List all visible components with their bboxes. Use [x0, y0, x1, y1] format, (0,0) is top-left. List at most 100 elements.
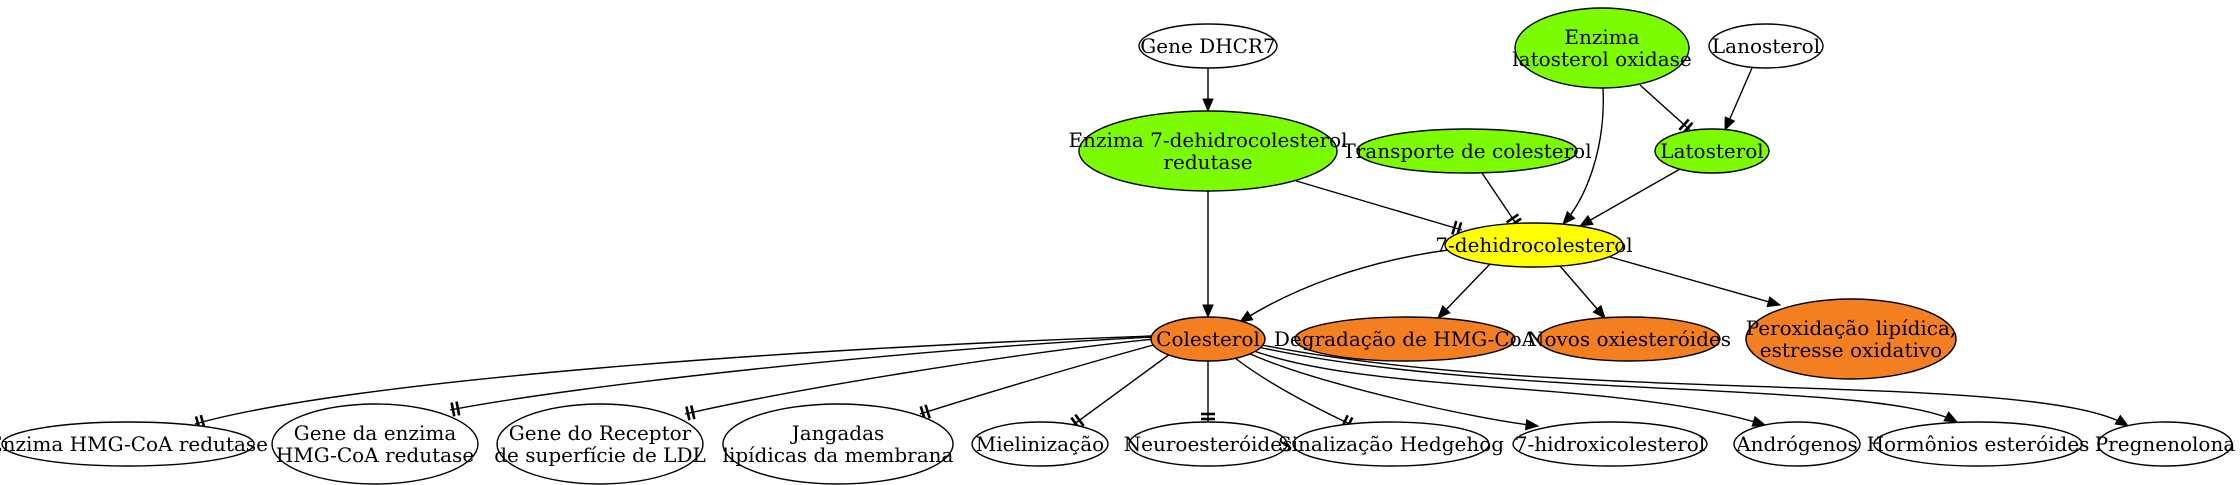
node-mielinizacao: Mielinização	[971, 421, 1109, 467]
inhibition-bar	[1074, 413, 1085, 427]
edge-colesterol-to-neuroesteroides	[1201, 361, 1215, 422]
inhibition-bar	[1451, 220, 1458, 235]
edge-lanosterol-to-latosterol	[1724, 67, 1753, 132]
inhibition-bar	[1506, 213, 1520, 224]
edge-line	[1261, 344, 2129, 427]
edge-colesterol-to-gene_ldl	[684, 338, 1155, 421]
edge-line	[1253, 350, 1766, 426]
edge-line	[1481, 172, 1518, 226]
node-shape	[1654, 128, 1770, 174]
node-hidroxicolesterol: 7-hidroxicolesterol	[1512, 421, 1708, 467]
node-shape	[1537, 316, 1721, 362]
inhibition-bar	[685, 406, 691, 421]
edge-colesterol-to-hedgehog	[1234, 357, 1354, 431]
edge-line	[194, 335, 1153, 425]
node-shape	[1138, 23, 1278, 69]
edge-line	[1072, 353, 1171, 426]
node-label: Mielinização	[976, 432, 1104, 456]
node-shape	[1444, 222, 1624, 268]
edge-dhc7-to-degradacao	[1437, 263, 1491, 319]
node-shape	[271, 403, 479, 485]
node-transporte: Transporte de colesterol	[1342, 128, 1592, 174]
node-label: Enzima	[1564, 25, 1639, 49]
node-label: Degradação de HMG-CoA	[1274, 327, 1537, 351]
edge-transporte-to-dhc7	[1481, 172, 1522, 228]
node-label: Enzima 7-dehidrocolesterol	[1068, 128, 1347, 152]
node-androgenos: Andrógenos	[1733, 421, 1861, 467]
edge-colesterol-to-jangadas	[919, 343, 1158, 421]
node-label: Peroxidação lipídica,	[1746, 316, 1957, 340]
node-label: Colesterol	[1156, 327, 1260, 351]
node-label: HMG-CoA redutase	[276, 443, 474, 467]
node-label: Transporte de colesterol	[1342, 139, 1591, 163]
node-label: de superfície de LDL	[494, 443, 706, 467]
arrowhead	[1578, 214, 1594, 227]
node-label: Novos oxiesteróides	[1527, 327, 1731, 351]
inhibition-bar	[1678, 118, 1690, 131]
arrowhead	[1943, 411, 1959, 423]
node-shape	[971, 421, 1109, 467]
edge-line	[1239, 249, 1449, 323]
node-shape	[722, 403, 954, 485]
arrowhead	[1437, 305, 1451, 319]
node-latosterol: Latosterol	[1654, 128, 1770, 174]
edge-line	[684, 338, 1155, 415]
node-shape	[1733, 421, 1861, 467]
edge-dhc7-to-colesterol	[1238, 249, 1449, 323]
node-colesterol: Colesterol	[1150, 316, 1266, 362]
edge-line	[1234, 357, 1353, 426]
node-pregnenolona: Pregnenolona	[2095, 421, 2235, 467]
arrowhead	[2114, 414, 2130, 427]
node-shape	[1078, 110, 1338, 192]
edge-colesterol-to-hormonios	[1257, 346, 1959, 423]
node-label: Gene da enzima	[294, 421, 457, 445]
node-label: Sinalização Hedgehog	[1278, 432, 1504, 456]
edge-gene_dhcr7-to-enzima_7dhc	[1202, 68, 1214, 113]
edge-line	[1609, 256, 1781, 306]
node-shape	[1745, 298, 1957, 380]
edge-line	[449, 336, 1154, 411]
edge-colesterol-to-hidroxicolesterol	[1247, 352, 1540, 431]
edge-dhc7-to-oxiesteroides	[1559, 265, 1606, 319]
arrowhead	[1562, 210, 1576, 225]
node-peroxidacao: Peroxidação lipídica,estresse oxidativo	[1745, 298, 1957, 380]
node-shape	[1512, 421, 1708, 467]
arrowhead	[1751, 415, 1767, 427]
edge-line	[1639, 84, 1691, 131]
edge-colesterol-to-gene_hmgcoa	[449, 336, 1154, 417]
edges-layer	[194, 67, 2130, 431]
node-label: lipídicas da membrana	[723, 443, 954, 467]
node-shape	[2097, 421, 2233, 467]
edge-line	[919, 343, 1158, 415]
node-label: Gene do Receptor	[509, 421, 692, 445]
arrowhead	[1724, 116, 1736, 132]
edge-enzima_7dhc-to-colesterol	[1202, 191, 1214, 319]
node-label: Jangadas	[790, 421, 885, 445]
edge-enzima_latosterol-to-dhc7	[1562, 87, 1604, 225]
node-label: 7-hidroxicolesterol	[1515, 432, 1705, 456]
arrowhead	[1238, 310, 1254, 323]
arrowhead	[1202, 98, 1214, 113]
node-dhc7: 7-dehidrocolesterol	[1435, 222, 1633, 268]
node-neuroesteroides: Neuroesteróides	[1124, 421, 1292, 467]
node-label: redutase	[1163, 150, 1252, 174]
node-label: Latosterol	[1660, 139, 1763, 163]
inhibition-bar	[455, 401, 461, 416]
edge-dhc7-to-peroxidacao	[1609, 256, 1782, 308]
edge-line	[1292, 179, 1463, 231]
node-label: Hormônios esteróides	[1867, 432, 2090, 456]
node-hmgcoa_redutase: Enzima HMG-CoA redutase	[0, 421, 268, 467]
node-label: estresse oxidativo	[1760, 338, 1942, 362]
arrowhead	[1202, 304, 1214, 319]
edge-line	[1257, 346, 1958, 423]
arrowhead	[1766, 296, 1782, 308]
edge-line	[1247, 352, 1539, 427]
node-oxiesteroides: Novos oxiesteróides	[1527, 316, 1731, 362]
edge-enzima_latosterol-to-latosterol	[1639, 84, 1694, 135]
node-shape	[1708, 23, 1824, 69]
